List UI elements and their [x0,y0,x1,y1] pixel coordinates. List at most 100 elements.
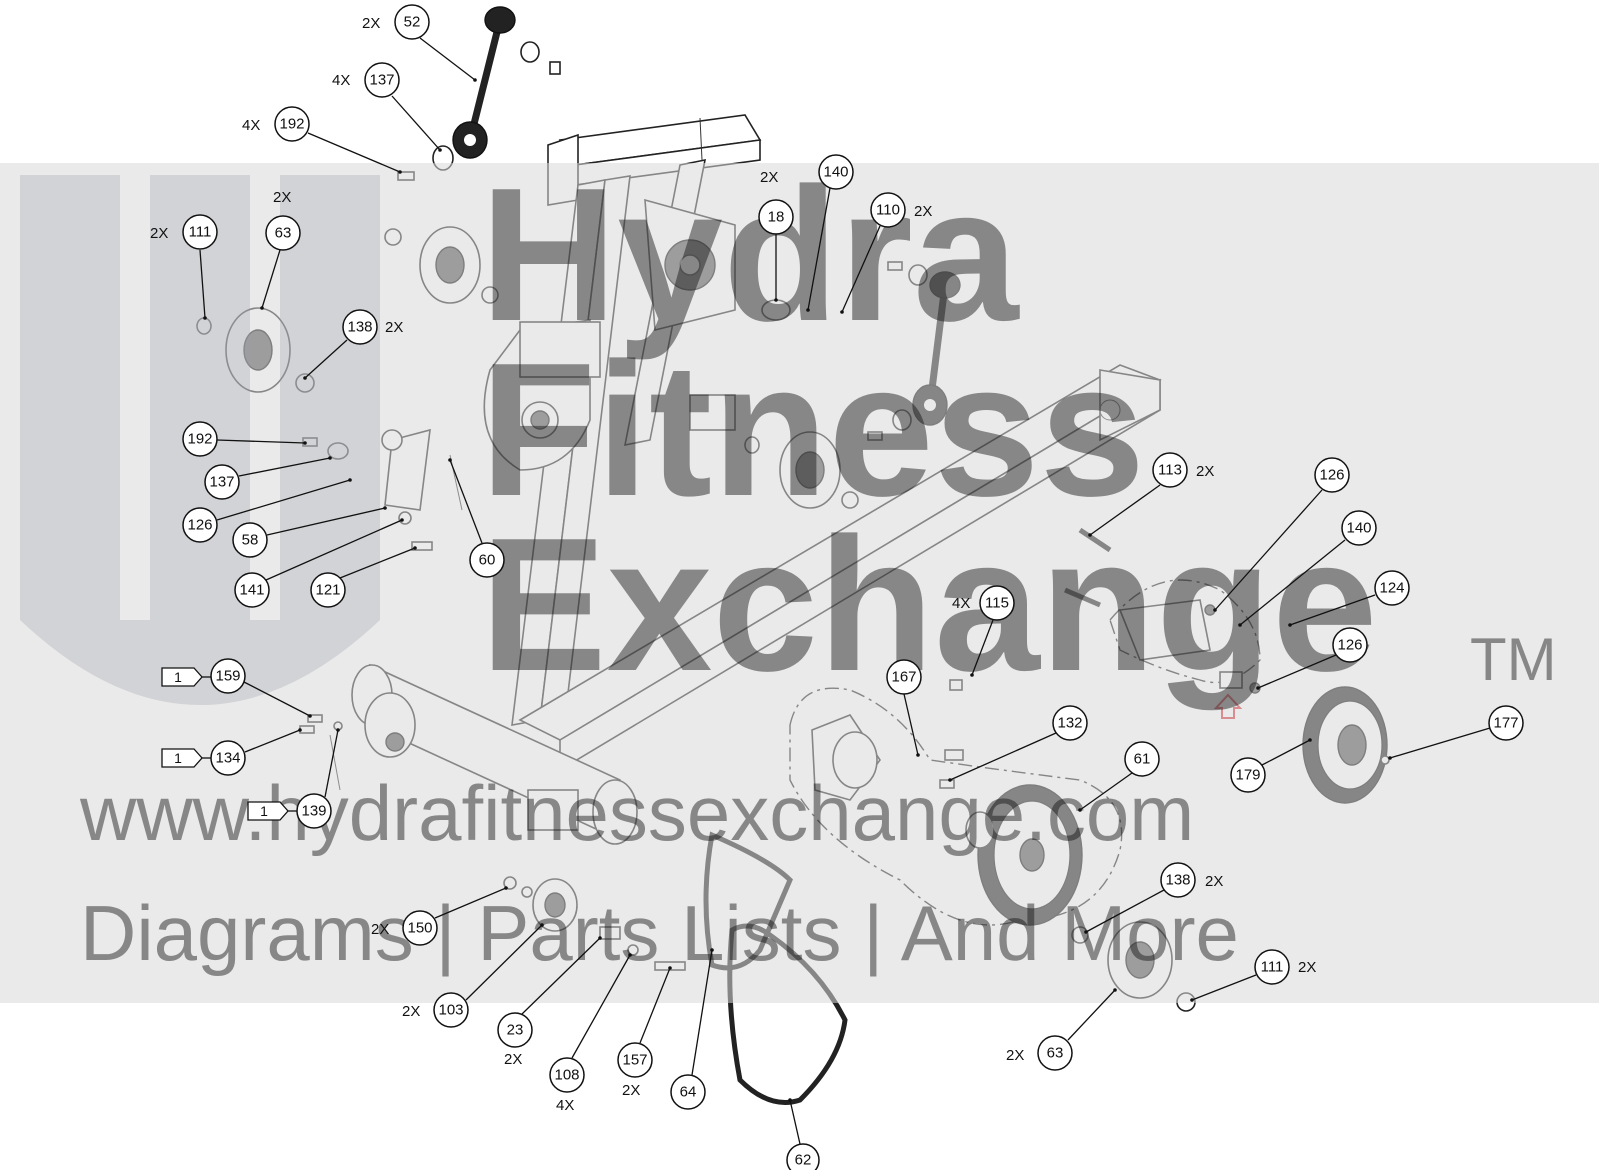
leader-line-23 [521,937,601,1015]
callout-number: 64 [680,1084,697,1101]
leader-line-52 [419,37,476,81]
leader-line-61 [1079,772,1133,811]
quantity-label: 2X [150,225,168,242]
quantity-label: 4X [332,72,350,89]
leader-line-140 [807,187,831,311]
leader-line-132 [949,732,1057,781]
callout-number: 192 [279,116,304,133]
leader-line-141 [265,519,403,581]
leader-line-177 [1389,727,1491,759]
callout-circle [342,309,378,345]
leader-tip-141 [400,518,404,522]
callout-circle [182,214,218,250]
callout-number: 113 [1158,462,1182,479]
leader-line-159 [243,681,311,717]
callout-number: 139 [301,803,326,820]
callout-circle [497,1012,533,1048]
callout-64: 64 [670,1074,706,1110]
leader-line-126 [1214,489,1323,611]
leader-line-115 [971,619,994,676]
leader-tip-192 [303,441,307,445]
leader-tip-126 [1213,608,1217,612]
leader-tip-52 [473,78,477,82]
leader-tip-121 [413,546,417,550]
leader-tip-140 [1238,623,1242,627]
leader-line-167 [903,693,919,756]
quantity-label: 2X [1006,1047,1024,1064]
callout-number: 121 [315,582,340,599]
callout-circle [870,192,906,228]
callout-number: 138 [347,319,372,336]
leader-line-126 [216,479,351,521]
leader-tip-62 [788,1098,792,1102]
leader-tip-140 [806,308,810,312]
callout-circle [1332,627,1368,663]
leader-line-58 [266,507,386,536]
leader-tip-137 [438,148,442,152]
leader-line-137 [238,457,331,477]
leader-line-179 [1261,739,1311,766]
leader-line-64 [691,949,713,1076]
leader-tip-124 [1288,623,1292,627]
callout-number: 103 [438,1002,463,1019]
leader-lines [199,37,1491,1145]
callout-circle [1124,741,1160,777]
callout-134: 134 [210,740,246,776]
callout-circle [786,1143,820,1170]
reference-tag: 1 [161,748,211,768]
callout-circle [469,542,505,578]
callout-number: 140 [1346,520,1371,537]
quantity-label: 2X [385,319,403,336]
callout-140: 140 [818,154,854,190]
callout-circle [310,572,346,608]
callout-192: 192 [182,421,218,457]
callout-140: 140 [1341,510,1377,546]
leader-line-63 [261,249,281,309]
callout-number: 134 [215,750,240,767]
callout-circle [182,421,218,457]
quantity-label: 2X [362,15,380,32]
callout-58: 58 [232,522,268,558]
callout-circle [979,585,1015,621]
callout-number: 132 [1057,715,1082,732]
callout-number: 126 [1319,467,1344,484]
callout-124: 124 [1374,570,1410,606]
leader-line-192 [307,132,401,173]
callout-62: 62 [786,1143,820,1170]
watermark-brand-line2: Fitness [480,324,1145,536]
callout-number: 18 [768,209,785,226]
reference-tag-label: 1 [260,803,268,819]
reference-tag-label: 1 [174,750,182,766]
leader-tip-115 [970,673,974,677]
watermark-website: www.hydrafitnessexchange.com [79,769,1194,857]
callout-circle [1341,510,1377,546]
callout-circle [182,507,218,543]
leader-line-111 [199,249,206,319]
leader-tip-111 [1190,998,1194,1002]
quantity-label: 2X [371,921,389,938]
callout-139: 139 [296,793,332,829]
leader-tip-126 [348,478,352,482]
callout-circle [818,154,854,190]
callout-132: 132 [1052,705,1088,741]
callout-circle [1374,570,1410,606]
callout-number: 167 [891,669,916,686]
callout-circle [1314,457,1350,493]
leader-tip-132 [948,778,952,782]
callout-138: 138 2X [342,309,403,345]
callout-177: 177 [1488,705,1524,741]
leader-tip-18 [774,298,778,302]
callout-number: 52 [404,14,421,31]
callout-circle [210,658,246,694]
leader-tip-138 [1084,930,1088,934]
callout-60: 60 [469,542,505,578]
callout-circle [1160,862,1196,898]
